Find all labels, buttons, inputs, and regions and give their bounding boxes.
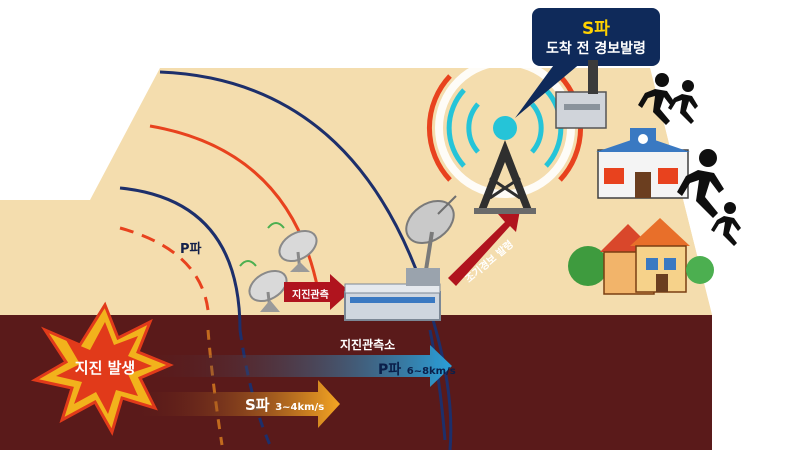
running-person-icon bbox=[638, 73, 741, 246]
p-wave-arc-mid bbox=[119, 186, 242, 331]
station-label: 지진관측소 bbox=[340, 338, 396, 352]
wave-arcs bbox=[119, 70, 453, 450]
observation-arrow bbox=[284, 274, 350, 310]
satellite-dish-icon bbox=[239, 222, 318, 312]
radio-tower-icon bbox=[474, 116, 536, 214]
p-wave-speed-value: 6~8km/s bbox=[406, 366, 456, 377]
observation-dish-icon bbox=[405, 195, 457, 286]
p-wave-arc-outer bbox=[159, 70, 453, 450]
s-wave-arc-mid-under bbox=[206, 329, 224, 446]
p-wave-arc-mid-under bbox=[238, 329, 272, 446]
s-wave-arc-mid bbox=[119, 226, 210, 311]
p-wave-speed-name: P파 bbox=[378, 362, 402, 378]
s-wave-arc-outer bbox=[149, 124, 320, 291]
callout-title: S파 bbox=[582, 19, 610, 39]
callout-subtitle: 도착 전 경보발령 bbox=[546, 41, 646, 57]
callout-bubble bbox=[515, 8, 660, 118]
underground-cross-section bbox=[0, 315, 712, 450]
observation-label: 지진관측 bbox=[292, 290, 329, 301]
p-wave-arc-near-under bbox=[428, 329, 447, 441]
observation-station bbox=[344, 195, 457, 321]
s-wave-speed: S파 3~4km/s bbox=[245, 394, 324, 415]
factory-icon bbox=[555, 60, 607, 129]
p-wave-label: P파 bbox=[180, 242, 202, 257]
early-warning-arrow bbox=[448, 210, 520, 286]
house-icon bbox=[568, 218, 714, 295]
school-building-icon bbox=[596, 128, 690, 199]
p-wave-speed: P파 6~8km/s bbox=[378, 359, 456, 379]
s-wave-arrow bbox=[130, 380, 340, 428]
s-wave-speed-name: S파 bbox=[245, 396, 270, 414]
earthquake-label: 지진 발생 bbox=[74, 359, 136, 377]
s-wave-speed-value: 3~4km/s bbox=[275, 402, 325, 413]
p-wave-arrow bbox=[130, 345, 452, 387]
